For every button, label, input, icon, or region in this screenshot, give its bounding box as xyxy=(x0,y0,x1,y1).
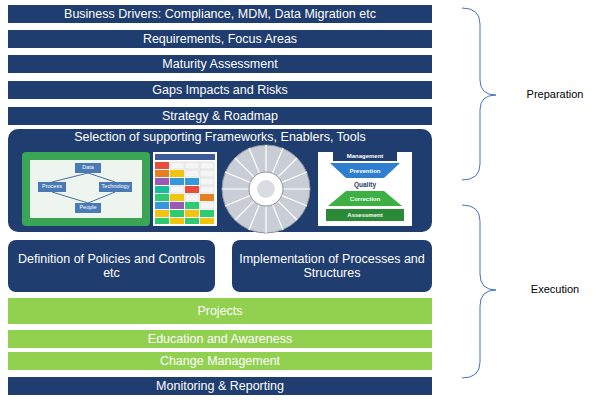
matrix-bg xyxy=(153,152,217,226)
framework-label: Data xyxy=(82,165,94,171)
pyramid-label: Correction xyxy=(350,196,380,202)
framework-label: Process xyxy=(42,184,62,190)
execution-band: Projects xyxy=(8,298,432,324)
quality-pyramid xyxy=(326,151,404,221)
execution-box: Implementation of Processes and Structur… xyxy=(232,240,432,292)
framework-frame xyxy=(22,152,150,226)
node-text: Education and Awareness xyxy=(148,332,292,346)
pyramid-label: Quality xyxy=(354,182,376,189)
node-text: Implementation of Processes and Structur… xyxy=(238,252,426,281)
node-text: Definition of Policies and Controls etc xyxy=(14,252,209,281)
node-text: Projects xyxy=(197,304,242,318)
matrix-cells xyxy=(155,154,215,224)
pyramid-label: Prevention xyxy=(349,168,380,174)
node-text: Change Management xyxy=(160,354,280,368)
pyramid-label: Management xyxy=(347,153,384,159)
node-text: Gaps Impacts and Risks xyxy=(152,83,287,97)
quality-bg xyxy=(318,152,412,226)
preparation-brace xyxy=(462,8,496,180)
node-text: Strategy & Roadmap xyxy=(162,109,278,123)
preparation-band: Gaps Impacts and Risks xyxy=(8,81,432,99)
framework-label: Technology xyxy=(102,184,130,190)
phase-label: Preparation xyxy=(527,89,584,100)
node-text: Selection of supporting Frameworks, Enab… xyxy=(74,130,366,144)
framework-boxes xyxy=(38,163,132,213)
execution-brace xyxy=(462,205,496,378)
preparation-band: Strategy & Roadmap xyxy=(8,107,432,125)
preparation-band: Maturity Assessment xyxy=(8,55,432,73)
preparation-band: Requirements, Focus Areas xyxy=(8,30,432,48)
execution-band: Education and Awareness xyxy=(8,330,432,348)
pyramid-label: Assessment xyxy=(347,212,382,218)
driver-band: Business Drivers: Compliance, MDM, Data … xyxy=(8,5,432,23)
wheel-graphic xyxy=(222,145,310,233)
node-text: Business Drivers: Compliance, MDM, Data … xyxy=(64,7,376,21)
framework-label: People xyxy=(79,205,96,211)
execution-box: Definition of Policies and Controls etc xyxy=(8,240,215,292)
node-text: Requirements, Focus Areas xyxy=(143,32,297,46)
monitoring-band: Monitoring & Reporting xyxy=(8,377,432,395)
phase-label: Execution xyxy=(531,284,579,295)
node-text: Maturity Assessment xyxy=(162,57,277,71)
framework-panel xyxy=(30,160,142,218)
node-text: Monitoring & Reporting xyxy=(156,379,284,393)
execution-band: Change Management xyxy=(8,352,432,370)
